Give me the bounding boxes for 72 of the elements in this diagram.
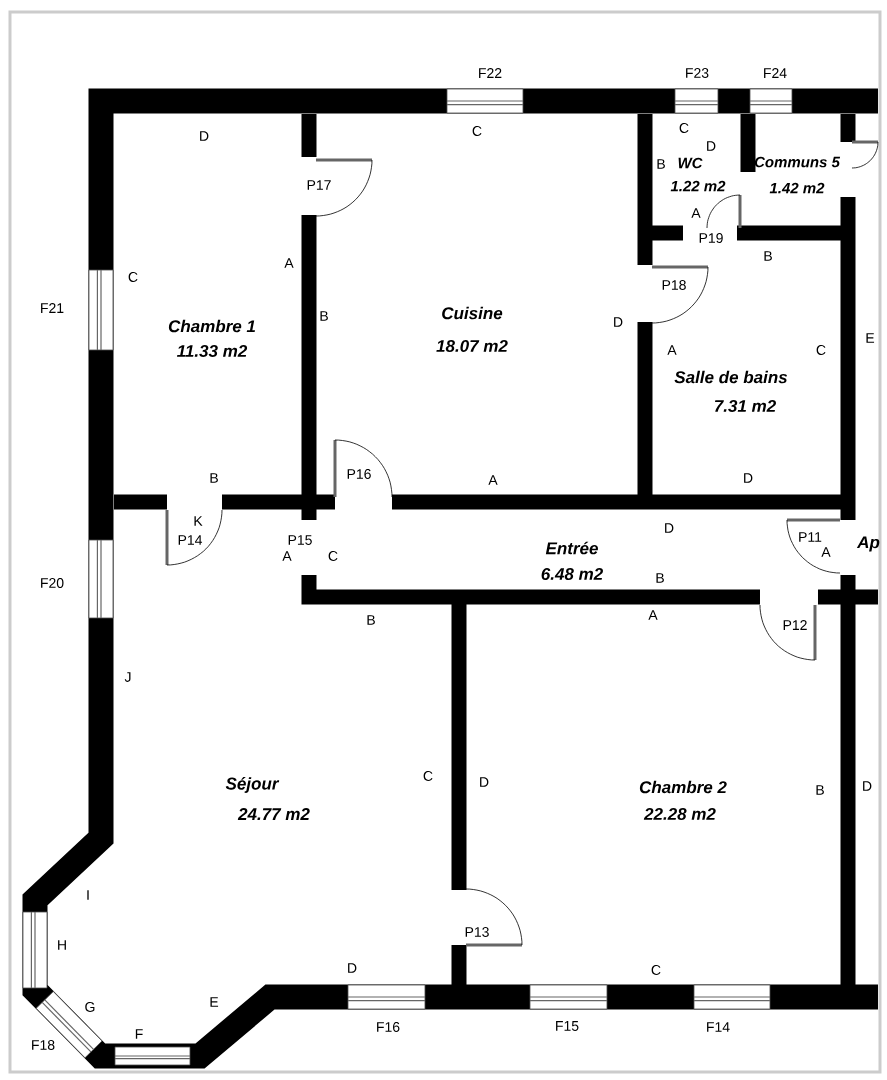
door-label: P12 — [783, 620, 807, 630]
room-name: Communs 5 — [754, 156, 841, 168]
room-name: Chambre 2 — [639, 780, 727, 794]
wall-letter: C — [328, 551, 338, 561]
room-area: 6.48 m2 — [541, 568, 603, 581]
wall-letter: I — [87, 890, 89, 900]
room-name: Salle de bains — [674, 370, 788, 384]
wall-letter: C — [816, 345, 826, 355]
door-label: P14 — [178, 535, 203, 545]
room-name: Cuisine — [442, 306, 503, 320]
wall-letter: D — [480, 777, 489, 787]
wall-letter: F — [135, 1029, 143, 1039]
room-name: Entrée — [545, 541, 598, 555]
wall-letter: D — [665, 523, 674, 533]
wall-letter: D — [348, 963, 357, 973]
window-label: F20 — [41, 578, 64, 588]
wall-letter: K — [194, 516, 203, 526]
door-label: P13 — [465, 927, 489, 937]
wall-letter: B — [656, 573, 664, 583]
wall-letter: J — [124, 672, 131, 682]
wall-letter: C — [423, 771, 433, 781]
window-label: F16 — [377, 1022, 400, 1032]
wall-letter: D — [200, 131, 209, 141]
wall-letter: B — [210, 473, 218, 483]
wall-letter: B — [320, 311, 328, 321]
wall-letter: C — [128, 272, 138, 282]
room-area: 22.28 m2 — [643, 808, 716, 821]
wall-letter: A — [691, 208, 701, 218]
wall-letter: B — [657, 159, 665, 169]
wall-letter: C — [651, 965, 661, 975]
wall-letter: E — [866, 333, 875, 343]
wall-letter: C — [679, 123, 689, 133]
wall-letter: D — [863, 781, 872, 791]
door-label: P18 — [662, 280, 686, 290]
wall-letter: B — [367, 615, 375, 625]
wall-letter: H — [58, 940, 66, 950]
wall-letter: A — [648, 610, 658, 620]
wall-letter: B — [764, 251, 772, 261]
wall-letter: B — [816, 785, 824, 795]
door-label: P17 — [307, 180, 331, 190]
room-area: 1.42 m2 — [769, 182, 825, 194]
window-label: F15 — [556, 1021, 579, 1031]
door-label: P19 — [699, 233, 723, 243]
room-name: Séjour — [225, 777, 280, 793]
wall-letter: A — [821, 547, 831, 557]
window-label: F24 — [764, 68, 787, 78]
room-name: WC — [678, 157, 703, 169]
wall-letter: C — [472, 126, 482, 136]
door-label: P16 — [347, 469, 371, 479]
room-area: 24.77 m2 — [237, 808, 310, 820]
wall-letter: E — [210, 997, 219, 1007]
room-area: 11.33 m2 — [177, 345, 248, 358]
window-label: F23 — [686, 68, 709, 78]
wall-letter: D — [744, 473, 753, 483]
window-label: F18 — [32, 1040, 55, 1050]
window-label: F22 — [479, 68, 502, 78]
door-label: P15 — [288, 535, 312, 545]
window-label: F14 — [707, 1022, 730, 1032]
room-area: 18.07 m2 — [436, 340, 508, 353]
wall-letter: A — [488, 475, 498, 485]
window-label: F21 — [41, 303, 64, 313]
wall-letter: A — [667, 345, 677, 355]
wall-letter: A — [282, 551, 292, 561]
wall-letter: D — [614, 317, 623, 327]
room-name: Chambre 1 — [168, 319, 255, 333]
wall-letter: A — [284, 258, 294, 268]
room-name: Ap — [856, 536, 880, 552]
door-label: P11 — [799, 532, 822, 542]
wall-letter: G — [85, 1002, 95, 1012]
room-area: 1.22 m2 — [670, 180, 726, 192]
room-area: 7.31 m2 — [715, 400, 776, 413]
wall-letter: D — [707, 141, 716, 151]
